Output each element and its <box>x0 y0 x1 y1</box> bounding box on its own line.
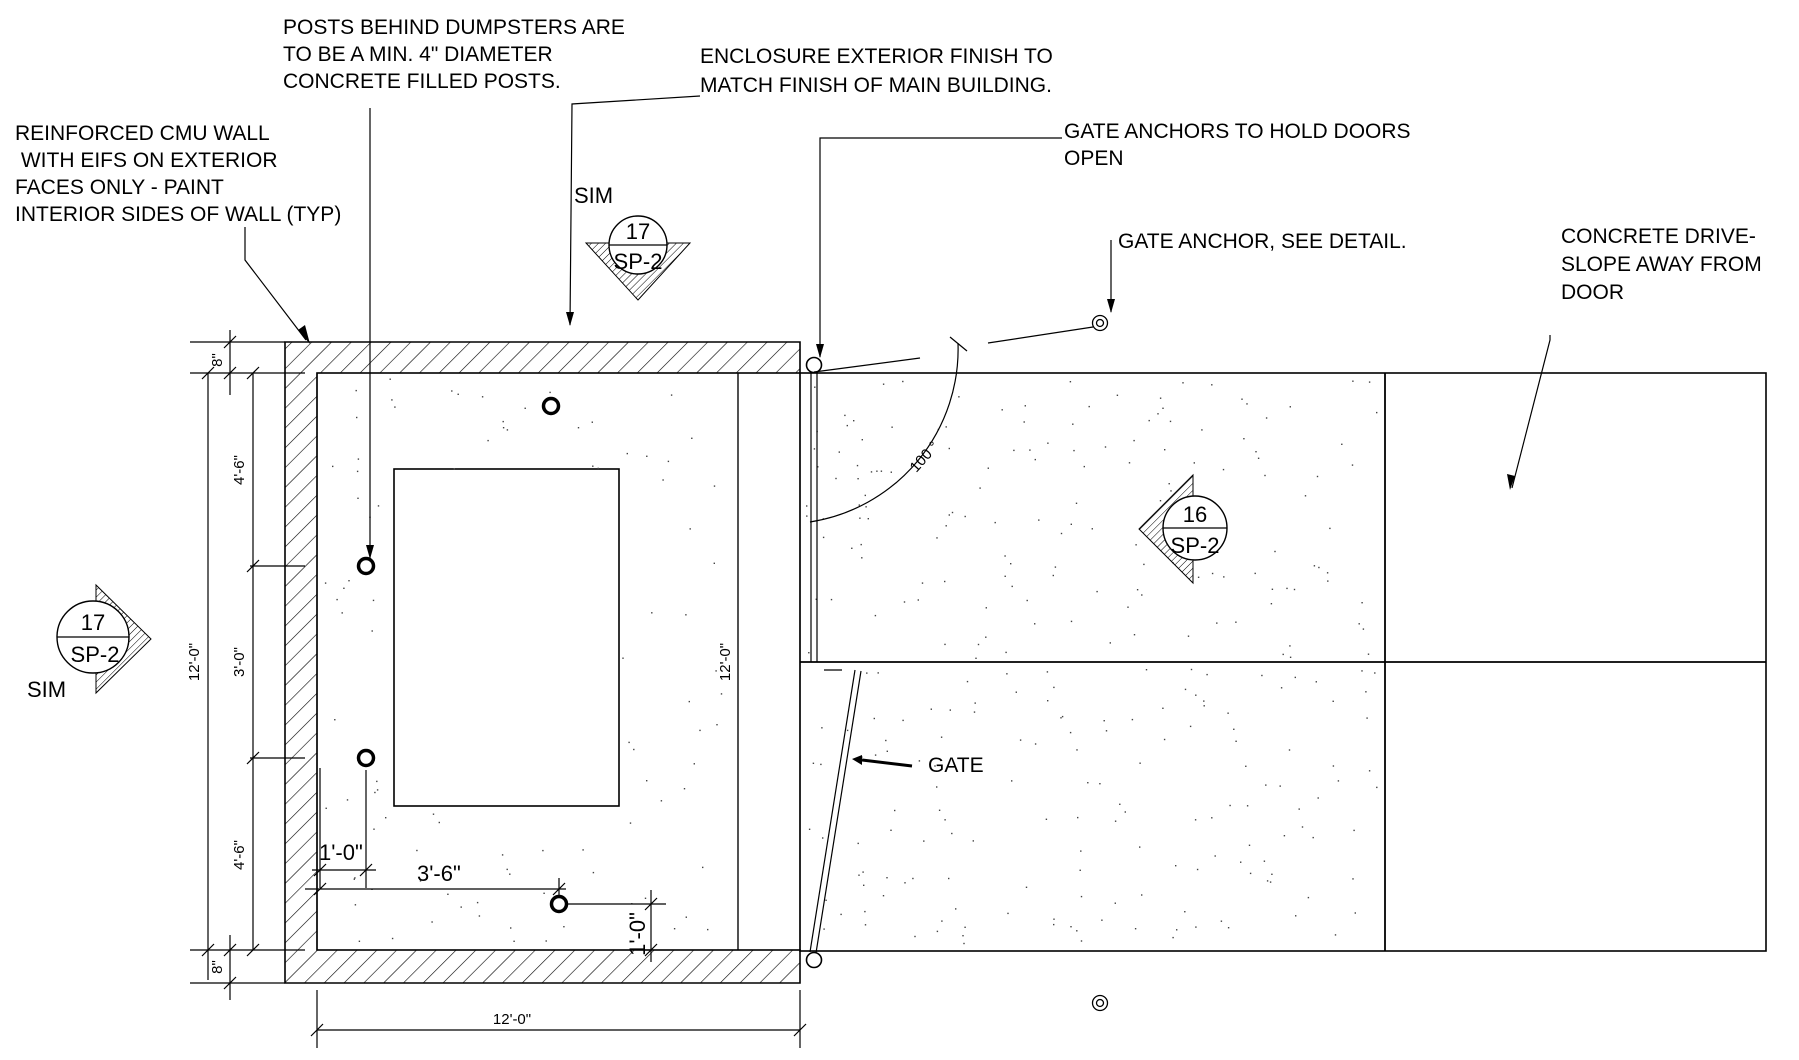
section-tag-top-sim: SIM <box>574 183 613 208</box>
dimension-lines <box>190 330 807 1048</box>
section-tag-top: 17 SP-2 SIM <box>574 183 692 301</box>
dumpster-outline <box>393 468 620 807</box>
post <box>356 556 376 576</box>
note-cmu-wall: REINFORCED CMU WALL WITH EIFS ON EXTERIO… <box>15 122 371 226</box>
notes: POSTS BEHIND DUMPSTERS ARE TO BE A MIN. … <box>15 16 1768 777</box>
dim-wall-bottom: 8" <box>209 960 226 974</box>
section-tag-left-number: 17 <box>81 610 105 635</box>
note-gate: GATE <box>928 754 984 777</box>
bollard-posts <box>356 396 569 914</box>
dim-overall-left: 12'-0" <box>186 643 203 681</box>
gate-hinge <box>805 951 823 969</box>
dimension-labels: 8" 8" 4'-6" 3'-0" 4'-6" 12'-0" 12'-0" 12… <box>186 353 943 1028</box>
dim-post-side: 1'-0" <box>319 840 363 865</box>
section-tag-top-sheet: SP-2 <box>614 249 663 274</box>
post <box>356 748 376 768</box>
dim-seg-bottom: 4'-6" <box>231 840 248 870</box>
post <box>541 396 561 416</box>
gate-hinge <box>805 356 823 374</box>
section-tag-top-number: 17 <box>626 219 650 244</box>
note-gate-anchor: GATE ANCHOR, SEE DETAIL. <box>1118 230 1407 253</box>
dim-post-bottom: 1'-0" <box>625 912 650 956</box>
leader-lines <box>244 95 1551 768</box>
gate-anchor <box>1091 994 1109 1012</box>
note-posts: POSTS BEHIND DUMPSTERS ARE TO BE A MIN. … <box>283 16 631 93</box>
concrete-drive <box>799 372 1767 952</box>
note-enclosure: ENCLOSURE EXTERIOR FINISH TO MATCH FINIS… <box>700 45 1059 97</box>
angle-label: 100 ° <box>907 438 943 476</box>
gates <box>805 326 1094 969</box>
section-tag-left-sim: SIM <box>27 677 66 702</box>
dim-overall-bottom: 12'-0" <box>493 1011 531 1028</box>
section-tag-right: 16 SP-2 <box>1138 473 1228 585</box>
section-tag-left: 17 SP-2 SIM <box>27 583 152 702</box>
dim-post-spacing: 3'-6" <box>417 861 461 886</box>
concrete-speckles <box>324 378 1378 945</box>
note-gate-anchors: GATE ANCHORS TO HOLD DOORS OPEN <box>1064 120 1416 170</box>
post <box>549 894 569 914</box>
dim-wall-top: 8" <box>209 353 226 367</box>
dim-seg-top: 4'-6" <box>231 455 248 485</box>
section-tag-left-sheet: SP-2 <box>71 642 120 667</box>
note-concrete-drive: CONCRETE DRIVE- SLOPE AWAY FROM DOOR <box>1561 225 1768 304</box>
gate-anchors <box>1091 314 1109 1012</box>
dim-overall-right: 12'-0" <box>717 643 734 681</box>
section-tag-right-number: 16 <box>1183 502 1207 527</box>
dim-seg-mid: 3'-0" <box>231 647 248 677</box>
gate-anchor <box>1091 314 1109 332</box>
section-tag-right-sheet: SP-2 <box>1171 533 1220 558</box>
